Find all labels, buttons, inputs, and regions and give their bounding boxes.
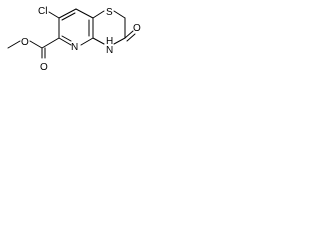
bond-o-methyl [7, 40, 21, 49]
bond-c7-c8-inner [61, 12, 76, 21]
bond-c7-c8 [58, 8, 77, 19]
atom-amide-o: O [133, 23, 141, 34]
bond-c3-n4 [113, 37, 126, 45]
atom-amide-h: H [106, 36, 113, 47]
bond-ester-c-o-single [29, 40, 43, 49]
bond-n4-c4a [92, 37, 105, 45]
atom-amide-n: N [106, 45, 113, 56]
atom-label-layer: Cl S N O O H N O [21, 6, 141, 73]
atom-s: S [106, 7, 113, 18]
bond-c7-cl [48, 11, 60, 19]
bond-n5-c6-inner [61, 35, 72, 42]
bond-c3-o-second [126, 33, 136, 42]
bond-c6-ester-carbon [41, 37, 60, 49]
bond-c8-c8a [75, 8, 94, 19]
bond-n5-c6 [58, 37, 72, 46]
molecule-structure-diagram: Cl S N O O H N O [7, 6, 141, 73]
atom-ring-n: N [71, 42, 78, 53]
bond-c8a-s1 [92, 10, 105, 19]
atom-ester-carbonyl-o: O [40, 62, 48, 73]
atom-ester-ether-o: O [21, 37, 29, 48]
atom-cl: Cl [38, 6, 47, 17]
structure-canvas: Cl S N O O H N O [0, 0, 144, 74]
bond-s1-c2 [113, 10, 126, 19]
bond-layer [7, 8, 136, 59]
bond-c4a-n5 [80, 37, 94, 46]
bond-c3-o [124, 30, 134, 39]
